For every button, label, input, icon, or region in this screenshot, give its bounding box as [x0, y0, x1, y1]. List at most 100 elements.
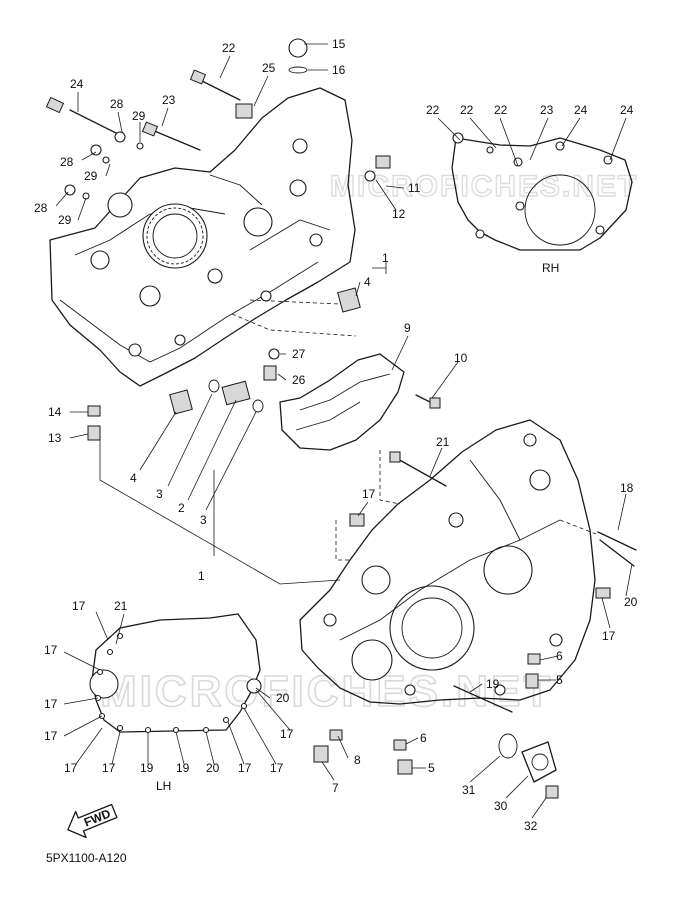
callout-1-upper: 1	[382, 251, 389, 265]
callout-23-rh: 23	[540, 103, 554, 117]
callout-10: 10	[454, 351, 468, 365]
callout-22: 22	[222, 41, 236, 55]
lower-crankcase-half	[299, 419, 596, 705]
callout-17-lh-c: 17	[44, 697, 58, 711]
bolt-18	[597, 531, 637, 551]
bolt-17a	[349, 513, 365, 527]
callout-31: 31	[462, 783, 476, 797]
callout-20-lh-a: 20	[206, 761, 220, 775]
bolt-22	[199, 79, 241, 101]
callout-32: 32	[524, 819, 538, 833]
callout-29c: 29	[58, 213, 72, 227]
callout-17-lh-d: 17	[44, 729, 58, 743]
pipe-2	[221, 380, 251, 406]
callout-numbers: 15 16 22 25 24 28 29 23 28 29 28 29 11 1…	[34, 37, 638, 833]
lh-label: LH	[156, 779, 171, 793]
callout-17-lh-e: 17	[64, 761, 78, 775]
bolt-21	[395, 457, 447, 487]
callout-20-right: 20	[624, 595, 638, 609]
callout-14: 14	[48, 405, 62, 419]
callout-27: 27	[292, 347, 306, 361]
bolt-17b	[595, 587, 611, 599]
callout-19-lh-a: 19	[140, 761, 154, 775]
callout-17-right: 17	[602, 629, 616, 643]
callout-17-lh-a: 17	[72, 599, 86, 613]
rh-label: RH	[542, 261, 559, 275]
callout-19-lower: 19	[486, 677, 500, 691]
callout-21: 21	[436, 435, 450, 449]
callout-4-upper: 4	[364, 275, 371, 289]
callout-22-rh-b: 22	[460, 103, 474, 117]
o-ring-31	[498, 733, 518, 759]
rh-cover-view: RH	[451, 132, 633, 275]
bolt-19	[453, 685, 513, 713]
callout-9: 9	[404, 321, 411, 335]
callout-11: 11	[408, 181, 421, 195]
callout-22-rh-c: 22	[494, 103, 508, 117]
lower-bolts	[313, 451, 637, 799]
callout-17-lh-g: 17	[238, 761, 252, 775]
watermark-bottom: MICROFICHES.NET	[100, 667, 553, 716]
dowel-4-upper	[337, 287, 361, 313]
o-ring-3b	[252, 399, 264, 413]
bolt-23	[151, 129, 201, 151]
callout-1-lower: 1	[198, 569, 205, 583]
plug-15	[288, 38, 308, 58]
callout-17-lh-h: 17	[270, 761, 284, 775]
callout-3b: 3	[200, 513, 207, 527]
callout-30: 30	[494, 799, 508, 813]
callout-2: 2	[178, 501, 185, 515]
callout-4-lower: 4	[130, 471, 137, 485]
washer-8	[329, 729, 343, 741]
callout-29: 29	[132, 109, 146, 123]
callout-28c: 28	[34, 201, 48, 215]
lh-cover-view: LH	[89, 613, 262, 793]
callout-6a: 6	[556, 649, 563, 663]
callout-20-lh-b: 20	[276, 691, 290, 705]
callout-6b: 6	[420, 731, 427, 745]
callout-28: 28	[110, 97, 124, 111]
callout-26: 26	[292, 373, 306, 387]
washer-6b	[393, 739, 407, 751]
dowel-4-lower	[169, 389, 193, 415]
bolt-5a	[525, 673, 539, 689]
callout-12: 12	[392, 207, 406, 221]
bolt-24	[69, 109, 119, 135]
callout-29b: 29	[84, 169, 98, 183]
bolt-7	[313, 745, 329, 763]
callout-17-lh-b: 17	[44, 643, 58, 657]
bolt-26	[263, 365, 277, 381]
callout-8: 8	[354, 753, 361, 767]
bolt-5b	[397, 759, 413, 775]
bracket-25	[235, 103, 253, 119]
washer-14	[87, 405, 101, 417]
upper-crankcase-half	[49, 87, 356, 387]
washer-27	[268, 348, 280, 360]
callout-17-mid: 17	[362, 487, 376, 501]
callout-5b: 5	[428, 761, 435, 775]
callout-3a: 3	[156, 487, 163, 501]
callout-22-rh-a: 22	[426, 103, 440, 117]
middle-parts	[169, 353, 441, 451]
o-ring-3a	[208, 379, 220, 393]
fwd-arrow: FWD	[67, 803, 118, 839]
o-ring-16	[288, 66, 308, 74]
watermark-top: MICROFICHES.NET	[330, 170, 638, 203]
callout-21-lh: 21	[114, 599, 128, 613]
callout-24-rh-a: 24	[574, 103, 588, 117]
callout-16: 16	[332, 63, 346, 77]
upper-bolts	[45, 38, 391, 441]
callout-7: 7	[332, 781, 339, 795]
plug-13	[87, 425, 101, 441]
callout-25: 25	[262, 61, 276, 75]
callout-15: 15	[332, 37, 346, 51]
callout-28b: 28	[60, 155, 74, 169]
guide-9	[279, 353, 405, 451]
callout-17-lh-i: 17	[280, 727, 294, 741]
callout-5a: 5	[556, 673, 563, 687]
washer-6a	[527, 653, 541, 665]
leader-lines	[55, 43, 633, 819]
part-code: 5PX1100-A120	[46, 851, 127, 865]
callout-24: 24	[70, 77, 84, 91]
washer-12	[364, 170, 376, 182]
